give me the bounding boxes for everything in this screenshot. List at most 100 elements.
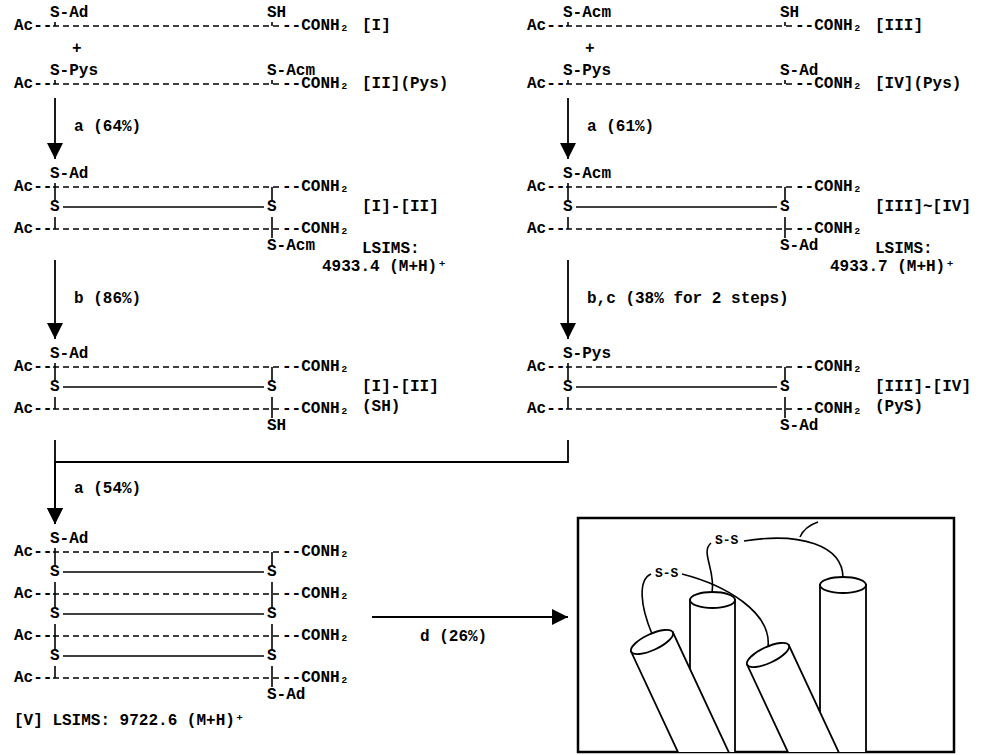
dashed-chain bbox=[53, 635, 281, 637]
bond-line bbox=[54, 80, 56, 84]
bond-line bbox=[271, 80, 273, 84]
sequence-label: S bbox=[267, 605, 277, 623]
sequence-label: S bbox=[267, 563, 277, 581]
sequence-label: [I]-[II] bbox=[362, 198, 439, 216]
reagent-label: b,c (38% for 2 steps) bbox=[585, 290, 791, 308]
sequence-label: Ac-- bbox=[527, 17, 565, 35]
sequence-label: Ac-- bbox=[14, 669, 52, 687]
sequence-label: Ac-- bbox=[14, 17, 52, 35]
bond-line bbox=[63, 571, 264, 573]
bond-line bbox=[63, 386, 264, 388]
bond-line bbox=[54, 582, 56, 594]
bond-line bbox=[271, 409, 273, 418]
sequence-label: S-Ad bbox=[50, 530, 88, 548]
annotation-label: 4933.7 (M+H)⁺ bbox=[830, 258, 955, 276]
bond-line bbox=[271, 678, 273, 687]
peptide-construct: S-PysAc----CONH₂SSAc----CONH₂S-Ad[III]-[… bbox=[523, 342, 975, 437]
bond-line bbox=[54, 397, 56, 409]
sequence-label: S-Ad bbox=[50, 4, 88, 22]
sequence-label: S-Pys bbox=[563, 345, 611, 363]
annotation-label: LSIMS: bbox=[875, 240, 933, 258]
sequence-label: [V] LSIMS: 9722.6 (M+H)⁺ bbox=[14, 712, 244, 730]
reagent-label: a (54%) bbox=[72, 480, 143, 498]
sequence-label: S-Ad bbox=[50, 165, 88, 183]
sequence-label: [I]-[II] bbox=[362, 378, 439, 396]
dashed-chain bbox=[566, 228, 794, 230]
annotation-label: LSIMS: bbox=[362, 240, 420, 258]
dashed-chain bbox=[566, 186, 794, 188]
peptide-construct: S-AcmSHAc----CONH₂[III] bbox=[523, 1, 927, 37]
annotation-label: + bbox=[72, 40, 82, 58]
peptide-construct: S-AdAc----CONH₂SSAc----CONH₂SH[I]-[II](S… bbox=[10, 342, 443, 437]
sequence-label: [II](Pys) bbox=[362, 75, 448, 93]
dashed-chain bbox=[53, 83, 281, 85]
sequence-label: --CONH₂ bbox=[282, 627, 349, 645]
bond-line bbox=[63, 206, 264, 208]
annotation-label: 4933.4 (M+H)⁺ bbox=[322, 258, 447, 276]
dashed-chain bbox=[53, 228, 281, 230]
sequence-label: [IV](Pys) bbox=[875, 75, 961, 93]
bond-line bbox=[567, 217, 569, 229]
sequence-label: Ac-- bbox=[14, 400, 52, 418]
reaction-arrow bbox=[54, 260, 56, 339]
sequence-label: S bbox=[50, 378, 60, 396]
sequence-label: S-Acm bbox=[563, 4, 611, 22]
sequence-label: S bbox=[50, 647, 60, 665]
reaction-arrow bbox=[567, 260, 569, 339]
sequence-label: S-Ad bbox=[50, 345, 88, 363]
sequence-label: --CONH₂ bbox=[282, 17, 349, 35]
reagent-label: d (26%) bbox=[420, 628, 487, 646]
bond-line bbox=[271, 229, 273, 238]
sequence-label: SH bbox=[267, 417, 286, 435]
reaction-arrow bbox=[372, 616, 568, 618]
sequence-label: --CONH₂ bbox=[282, 400, 349, 418]
bond-line bbox=[271, 22, 273, 26]
bond-line bbox=[63, 613, 264, 615]
sequence-label: S-Pys bbox=[563, 62, 611, 80]
reagent-label: b (86%) bbox=[72, 290, 143, 308]
bond-line bbox=[54, 666, 56, 678]
sequence-label: --CONH₂ bbox=[282, 220, 349, 238]
bond-line bbox=[271, 666, 273, 678]
sequence-label: S bbox=[50, 605, 60, 623]
bond-line bbox=[54, 22, 56, 26]
bond-line bbox=[784, 80, 786, 84]
dashed-chain bbox=[566, 408, 794, 410]
sequence-label: S-Ad bbox=[780, 417, 818, 435]
sequence-label: S bbox=[563, 198, 573, 216]
bond-line bbox=[54, 217, 56, 229]
bond-line bbox=[54, 624, 56, 636]
loop-lines bbox=[642, 522, 843, 647]
reaction-arrow bbox=[54, 98, 56, 159]
sequence-label: S bbox=[50, 198, 60, 216]
bond-line bbox=[63, 655, 264, 657]
sequence-label: --CONH₂ bbox=[282, 178, 349, 196]
reaction-arrow bbox=[55, 440, 568, 524]
bond-line bbox=[567, 397, 569, 409]
dashed-chain bbox=[53, 366, 281, 368]
bond-line bbox=[576, 386, 777, 388]
sequence-label: Ac-- bbox=[527, 358, 565, 376]
sequence-label: S-Acm bbox=[563, 165, 611, 183]
sequence-label: Ac-- bbox=[14, 220, 52, 238]
bond-line bbox=[271, 582, 273, 594]
sequence-label: --CONH₂ bbox=[282, 358, 349, 376]
sequence-label: Ac-- bbox=[527, 178, 565, 196]
bond-line bbox=[784, 217, 786, 229]
sequence-label: Ac-- bbox=[14, 585, 52, 603]
sequence-label: --CONH₂ bbox=[282, 543, 349, 561]
sequence-label: --CONH₂ bbox=[795, 75, 862, 93]
sequence-label: Ac-- bbox=[527, 220, 565, 238]
sequence-label: S bbox=[50, 563, 60, 581]
sequence-label: Ac-- bbox=[14, 627, 52, 645]
sequence-label: --CONH₂ bbox=[282, 585, 349, 603]
sequence-label: S bbox=[267, 378, 277, 396]
sequence-label: --CONH₂ bbox=[795, 220, 862, 238]
sequence-label: --CONH₂ bbox=[282, 75, 349, 93]
dashed-chain bbox=[53, 408, 281, 410]
bond-line bbox=[271, 217, 273, 229]
bond-line bbox=[784, 409, 786, 418]
reagent-label: a (61%) bbox=[585, 118, 656, 136]
annotation-label: + bbox=[585, 40, 595, 58]
